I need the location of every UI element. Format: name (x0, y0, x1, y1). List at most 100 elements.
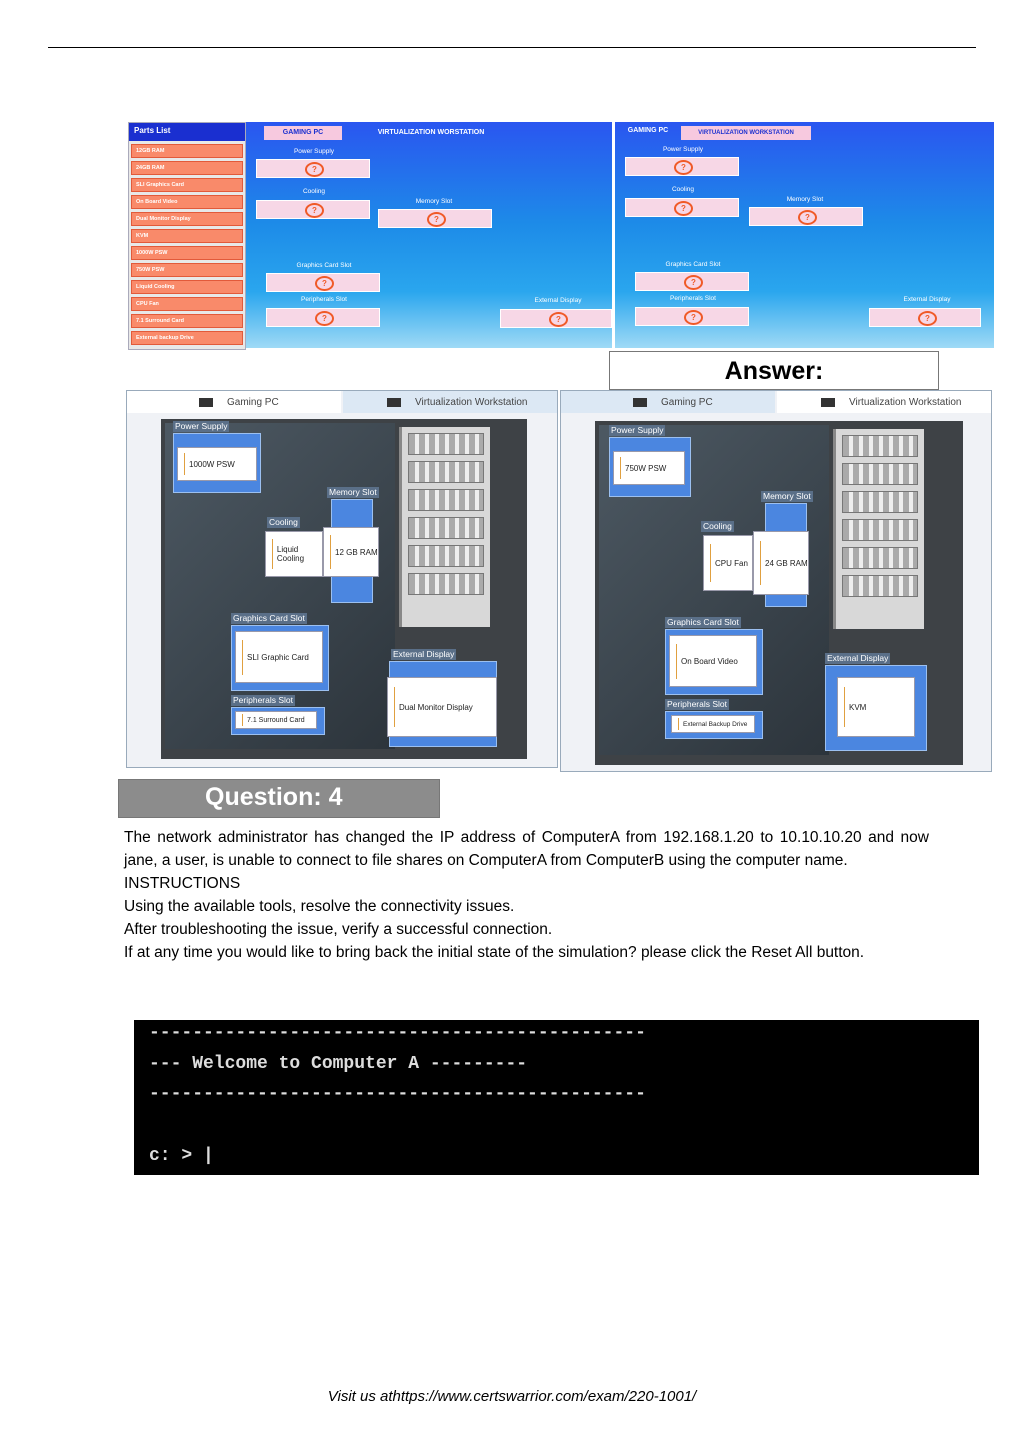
label-memory-slot: Memory Slot (415, 198, 453, 205)
question-paragraph: INSTRUCTIONS (124, 875, 241, 892)
part-item[interactable]: External backup Drive (131, 331, 243, 345)
question-paragraph: The network administrator has changed th… (124, 829, 929, 869)
part-item[interactable]: 7.1 Surround Card (131, 314, 243, 328)
top-rule (48, 47, 976, 48)
label-external-display: External Display (825, 653, 891, 664)
label-graphics-card-slot: Graphics Card Slot (665, 617, 741, 628)
tab-gaming-pc[interactable]: GAMING PC (627, 127, 669, 134)
part-item[interactable]: 1000W PSW (131, 246, 243, 260)
label-external-display: External Display (534, 297, 582, 304)
answer-label: Answer: (609, 351, 939, 390)
parts-list-title: Parts List (129, 123, 245, 141)
label-graphics-card-slot: Graphics Card Slot (231, 613, 307, 624)
label-external-display: External Display (391, 649, 457, 660)
label-external-display: External Display (903, 296, 951, 303)
answer-panel-gaming: Gaming PC Virtualization Workstation Pow… (126, 390, 558, 768)
question-mark-icon: ? (684, 310, 703, 325)
terminal-rule: ----------------------------------------… (149, 1023, 646, 1043)
drop-graphics-card-slot[interactable]: ? (266, 273, 380, 292)
card-memory[interactable]: 12 GB RAM (323, 527, 379, 577)
drop-memory-slot[interactable]: ? (749, 207, 863, 226)
drop-graphics-card-slot[interactable]: ? (635, 272, 749, 291)
tab-virtualization[interactable]: Virtualization Workstation (777, 391, 991, 413)
card-power-supply[interactable]: 1000W PSW (177, 447, 257, 481)
sim-virtualization-workstation: GAMING PC VIRTUALIZATION WORKSTATION Pow… (615, 122, 994, 348)
footer-link[interactable]: Visit us athttps://www.certswarrior.com/… (327, 1388, 697, 1405)
label-cooling: Cooling (302, 188, 326, 195)
drop-peripherals-slot[interactable]: ? (635, 307, 749, 326)
card-cooling[interactable]: CPU Fan (703, 535, 753, 591)
label-graphics-card-slot: Graphics Card Slot (296, 262, 352, 269)
question-heading-text: Question: 4 (205, 783, 343, 811)
drop-power-supply[interactable]: ? (625, 157, 739, 176)
card-cooling[interactable]: Liquid Cooling (265, 531, 323, 577)
card-graphics[interactable]: On Board Video (669, 635, 757, 687)
card-power-supply[interactable]: 750W PSW (613, 451, 685, 485)
drop-cooling[interactable]: ? (256, 200, 370, 219)
label-memory-slot: Memory Slot (327, 487, 379, 498)
drive-bay (833, 429, 924, 629)
drop-peripherals-slot[interactable]: ? (266, 308, 380, 327)
tab-virtualization[interactable]: Virtualization Workstation (343, 391, 557, 413)
question-mark-icon: ? (798, 210, 817, 225)
terminal-prompt[interactable]: c: > | (149, 1146, 214, 1166)
part-item[interactable]: Dual Monitor Display (131, 212, 243, 226)
tab-virtualization[interactable]: VIRTUALIZATION WORKSTATION (681, 126, 811, 140)
card-external-display[interactable]: KVM (837, 677, 915, 737)
workstation-icon (387, 397, 401, 407)
label-cooling: Cooling (267, 517, 300, 528)
drop-memory-slot[interactable]: ? (378, 209, 492, 228)
question-mark-icon: ? (305, 162, 324, 177)
question-paragraph: After troubleshooting the issue, verify … (124, 921, 553, 938)
terminal-welcome: --- Welcome to Computer A --------- (149, 1054, 528, 1074)
part-item[interactable]: KVM (131, 229, 243, 243)
part-item[interactable]: CPU Fan (131, 297, 243, 311)
card-peripherals[interactable]: 7.1 Surround Card (235, 711, 317, 729)
label-cooling: Cooling (701, 521, 734, 532)
question-body: The network administrator has changed th… (124, 826, 929, 964)
card-peripherals[interactable]: External Backup Drive (671, 715, 755, 733)
part-item[interactable]: SLI Graphics Card (131, 178, 243, 192)
drop-external-display[interactable]: ? (500, 309, 612, 328)
label-peripherals-slot: Peripherals Slot (665, 699, 730, 710)
gaming-pc-icon (633, 397, 647, 407)
label-power-supply: Power Supply (293, 148, 335, 155)
part-item[interactable]: 12GB RAM (131, 144, 243, 158)
label-peripherals-slot: Peripherals Slot (670, 295, 716, 302)
question-mark-icon: ? (674, 160, 693, 175)
tab-virtualization[interactable]: VIRTUALIZATION WORSTATION (377, 129, 485, 136)
gaming-pc-icon (199, 397, 213, 407)
label-peripherals-slot: Peripherals Slot (231, 695, 296, 706)
tab-gaming-pc[interactable]: GAMING PC (264, 126, 342, 140)
part-item[interactable]: 24GB RAM (131, 161, 243, 175)
tab-gaming-pc[interactable]: Gaming PC (127, 391, 341, 413)
label-peripherals-slot: Peripherals Slot (301, 296, 347, 303)
label-power-supply: Power Supply (173, 421, 230, 432)
question-mark-icon: ? (315, 276, 334, 291)
question-paragraph: Using the available tools, resolve the c… (124, 898, 515, 915)
tab-gaming-pc[interactable]: Gaming PC (561, 391, 775, 413)
label-power-supply: Power Supply (662, 146, 704, 153)
parts-list: Parts List 12GB RAM 24GB RAM SLI Graphic… (128, 122, 246, 350)
tab-gaming-label: Gaming PC (661, 397, 713, 408)
card-external-display[interactable]: Dual Monitor Display (387, 677, 497, 737)
card-graphics[interactable]: SLI Graphic Card (235, 631, 323, 683)
drop-external-display[interactable]: ? (869, 308, 981, 327)
drop-power-supply[interactable]: ? (256, 159, 370, 178)
label-memory-slot: Memory Slot (761, 491, 813, 502)
workstation-icon (821, 397, 835, 407)
label-cooling: Cooling (671, 186, 695, 193)
terminal-window[interactable]: ----------------------------------------… (134, 1020, 979, 1175)
part-item[interactable]: Liquid Cooling (131, 280, 243, 294)
drop-cooling[interactable]: ? (625, 198, 739, 217)
card-memory[interactable]: 24 GB RAM (753, 531, 809, 595)
label-power-supply: Power Supply (609, 425, 666, 436)
part-item[interactable]: 750W PSW (131, 263, 243, 277)
part-item[interactable]: On Board Video (131, 195, 243, 209)
question-mark-icon: ? (684, 275, 703, 290)
drive-bay (399, 427, 490, 627)
label-graphics-card-slot: Graphics Card Slot (665, 261, 721, 268)
question-mark-icon: ? (918, 311, 937, 326)
answer-panel-virtualization: Gaming PC Virtualization Workstation Pow… (560, 390, 992, 772)
question-mark-icon: ? (674, 201, 693, 216)
